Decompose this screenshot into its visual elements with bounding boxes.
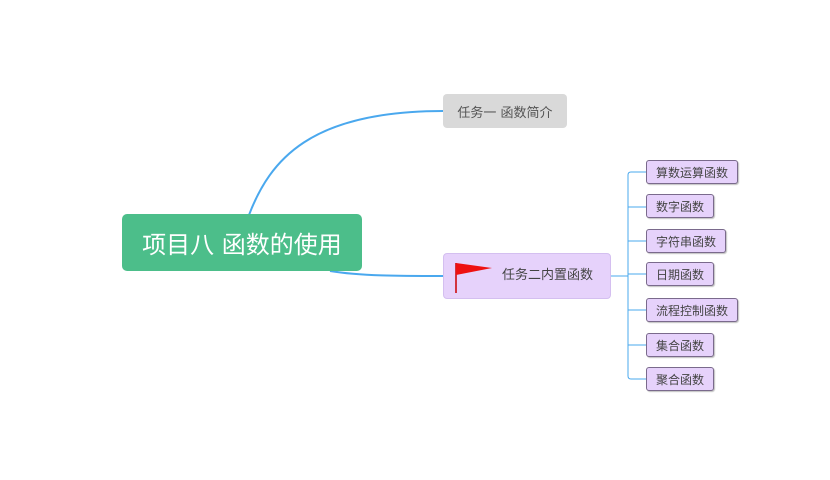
task2-topic[interactable]: 任务二内置函数: [443, 253, 611, 299]
red-flag-icon: [454, 262, 494, 298]
root-topic-label: 项目八 函数的使用: [142, 231, 342, 259]
leaf-topic-label: 数字函数: [656, 199, 705, 214]
leaf-topic-label: 字符串函数: [656, 234, 717, 249]
connector-root-task2: [329, 270, 444, 277]
task1-topic[interactable]: 任务一 函数简介: [443, 94, 567, 128]
connector-root-task1: [248, 110, 444, 216]
root-topic[interactable]: 项目八 函数的使用: [122, 214, 362, 271]
task2-topic-label: 任务二内置函数: [502, 268, 594, 283]
leaf-topic-label: 算数运算函数: [656, 165, 729, 180]
leaf-topic-flow-control[interactable]: 流程控制函数: [646, 298, 739, 322]
leaf-topic-label: 聚合函数: [656, 372, 705, 387]
leaf-topic-numeric[interactable]: 数字函数: [646, 194, 715, 218]
leaf-topic-aggregate[interactable]: 聚合函数: [646, 367, 715, 391]
leaf-topic-label: 集合函数: [656, 338, 705, 353]
task1-topic-label: 任务一 函数简介: [457, 105, 553, 121]
leaf-topic-set[interactable]: 集合函数: [646, 333, 715, 357]
leaf-topic-arithmetic[interactable]: 算数运算函数: [646, 160, 739, 184]
leaf-topic-date[interactable]: 日期函数: [646, 262, 715, 286]
leaf-topic-label: 流程控制函数: [656, 303, 729, 318]
connector-leaf-bracket: [627, 171, 633, 380]
leaf-topic-label: 日期函数: [656, 267, 705, 282]
leaf-topic-string[interactable]: 字符串函数: [646, 229, 727, 253]
